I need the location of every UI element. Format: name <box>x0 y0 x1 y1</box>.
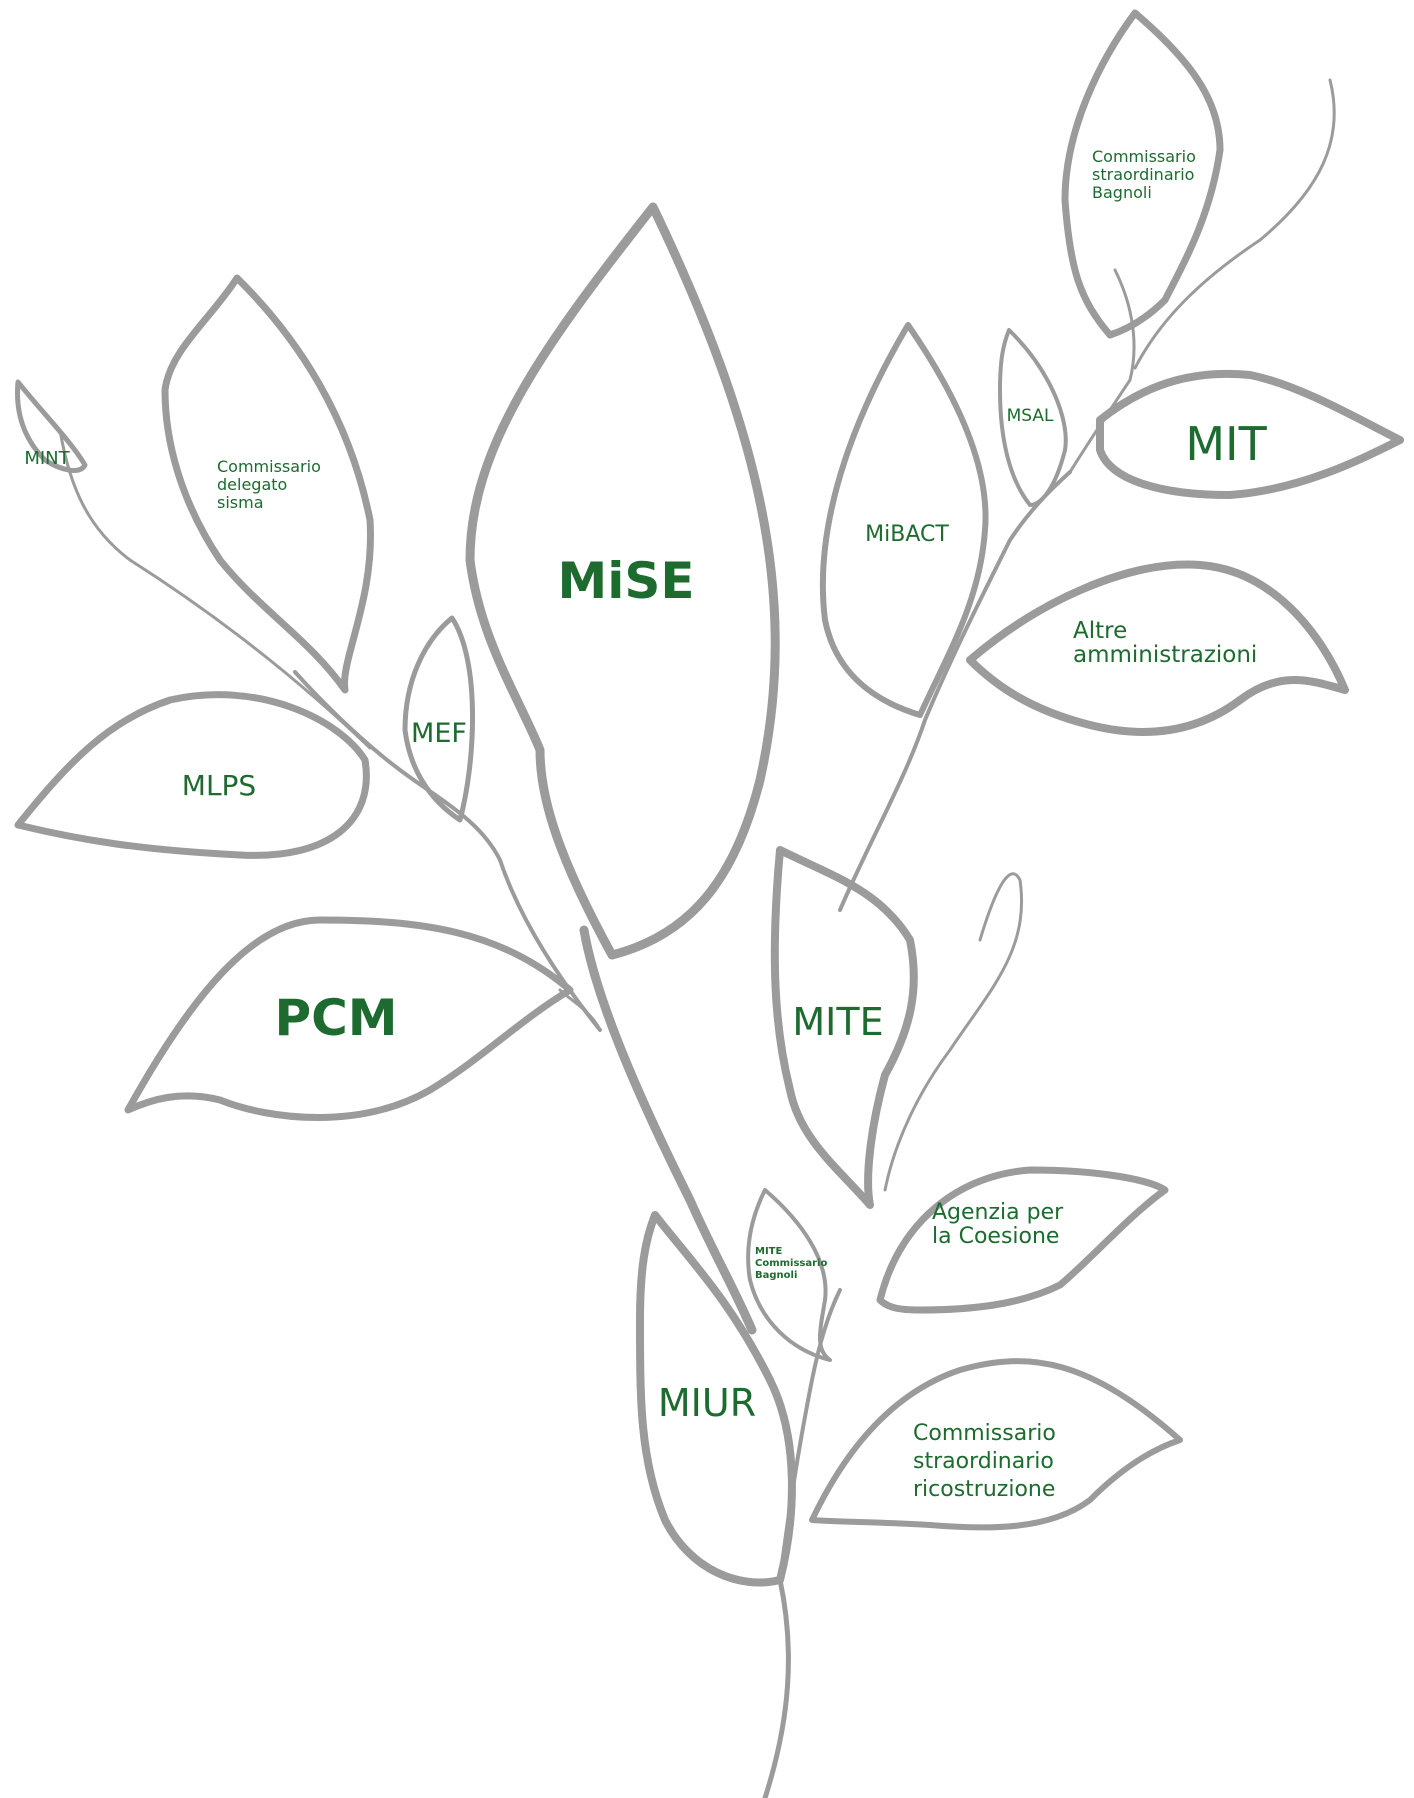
leaf-miur <box>636 1211 796 1587</box>
label-mite-commissario-bagnoli-line: Commissario <box>755 1258 827 1269</box>
label-commissario-sisma-line: sisma <box>217 493 264 512</box>
label-commissario-ricostruzione-line: ricostruzione <box>913 1477 1055 1502</box>
label-mit: MIT <box>1185 417 1267 471</box>
label-mint: MINT <box>24 448 70 469</box>
leaf-mit <box>1096 369 1404 499</box>
leaf-commissario-sisma <box>161 274 374 694</box>
label-altre-amministrazioni-line: Altre <box>1073 618 1127 644</box>
leaf-mint <box>14 379 88 473</box>
bagnoli-tendril <box>1133 78 1336 370</box>
right-branch <box>838 470 1072 912</box>
label-mise: MiSE <box>557 552 694 610</box>
label-mite: MITE <box>792 1000 883 1044</box>
tree-leaves <box>14 9 1404 1587</box>
label-commissario-sisma-line: delegato <box>217 475 287 494</box>
label-mibact: MiBACT <box>865 522 949 547</box>
mint-branch <box>58 428 372 750</box>
label-commissario-bagnoli-line: Bagnoli <box>1092 183 1152 202</box>
label-altre-amministrazioni-line: amministrazioni <box>1073 642 1257 668</box>
label-commissario-bagnoli-line: Commissario <box>1092 147 1196 166</box>
label-mite-commissario-bagnoli-line: MITE <box>755 1246 782 1257</box>
label-msal: MSAL <box>1007 406 1054 426</box>
leaf-commissario-ricostruzione <box>809 1358 1183 1531</box>
main-stem <box>579 925 757 1335</box>
leaf-agenzia-coesione <box>876 1166 1169 1314</box>
right-upper-branch <box>1068 268 1136 474</box>
label-commissario-ricostruzione: Commissario straordinario ricostruzione <box>913 1421 1063 1502</box>
leaf-msal <box>998 328 1068 507</box>
label-altre-amministrazioni: Altre amministrazioni <box>1073 618 1257 668</box>
leaf-mise <box>465 202 780 960</box>
label-commissario-sisma-line: Commissario <box>217 457 321 476</box>
label-mlps: MLPS <box>182 769 256 802</box>
leaf-commissario-bagnoli <box>1061 9 1224 339</box>
leaf-mite-commissario-bagnoli <box>746 1188 832 1362</box>
label-miur: MIUR <box>658 1381 756 1425</box>
leaf-mlps <box>14 691 370 859</box>
label-commissario-ricostruzione-line: straordinario <box>913 1449 1054 1474</box>
label-commissario-sisma: Commissario delegato sisma <box>217 457 326 512</box>
label-mite-commissario-bagnoli-line: Bagnoli <box>755 1270 797 1281</box>
lower-stem <box>762 1577 791 1798</box>
label-commissario-ricostruzione-line: Commissario <box>913 1421 1056 1446</box>
label-mef: MEF <box>411 718 467 749</box>
leaf-mef <box>402 615 476 823</box>
leaf-altre-amministrazioni <box>966 560 1349 736</box>
tree-stems <box>58 78 1336 1798</box>
mite-tendril <box>883 872 1023 1192</box>
leaf-mite <box>770 846 918 1209</box>
label-agenzia-coesione-line: la Coesione <box>932 1224 1059 1249</box>
label-commissario-bagnoli-line: straordinario <box>1092 165 1194 184</box>
label-commissario-bagnoli: Commissario straordinario Bagnoli <box>1092 147 1201 202</box>
leaf-mibact <box>819 322 989 718</box>
leaf-pcm <box>124 916 574 1121</box>
label-mite-commissario-bagnoli: MITE Commissario Bagnoli <box>755 1246 831 1281</box>
label-agenzia-coesione: Agenzia per la Coesione <box>932 1200 1070 1249</box>
label-agenzia-coesione-line: Agenzia per <box>932 1200 1064 1225</box>
label-pcm: PCM <box>274 989 397 1047</box>
leaf-labels: MiSE PCM MIT MITE MIUR MLPS MEF MiBACT M… <box>24 147 1267 1502</box>
